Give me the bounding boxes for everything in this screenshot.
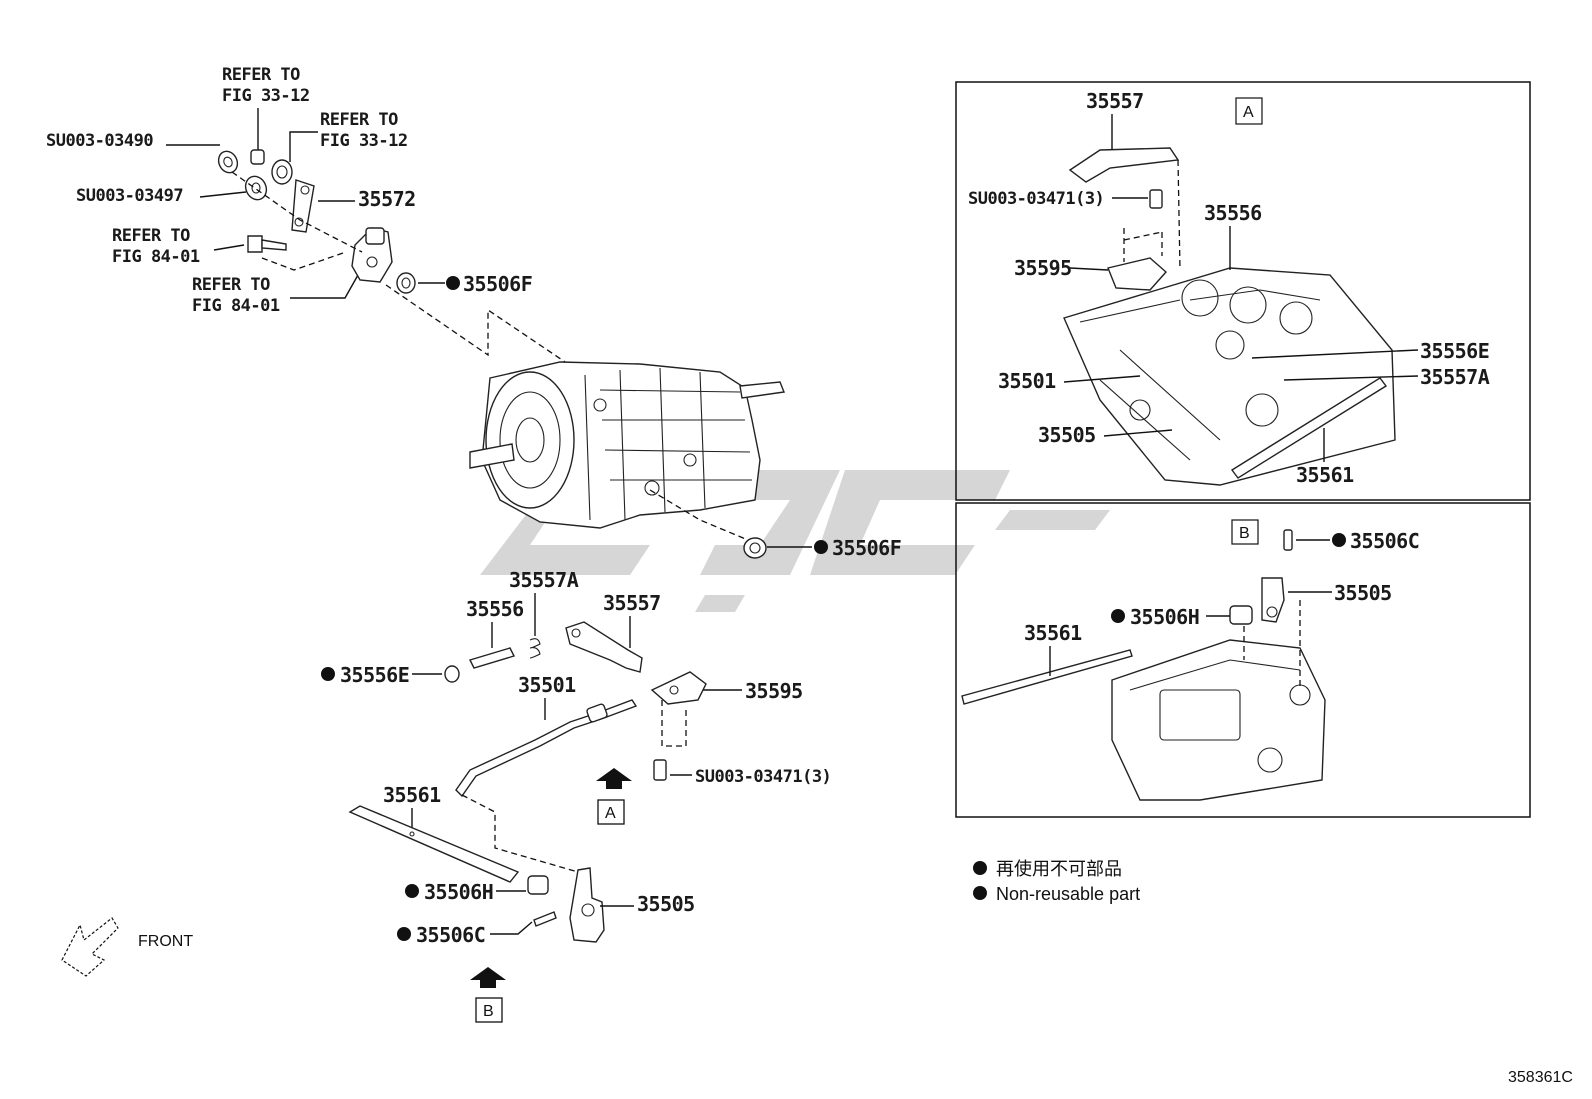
- inset-a-bolt: [1149, 189, 1163, 209]
- label-35556E: 35556E: [340, 663, 409, 687]
- svg-text:B: B: [1239, 525, 1250, 542]
- svg-text:FIG 84-01: FIG 84-01: [192, 296, 280, 316]
- inset-b-label-35561: 35561: [1024, 621, 1082, 645]
- inset-b-shaft-35561: [961, 649, 1133, 705]
- inset-a-label-35557A: 35557A: [1420, 365, 1490, 389]
- position-switch: [351, 227, 393, 283]
- label-front: FRONT: [138, 933, 193, 950]
- pin-35506C: [533, 911, 557, 927]
- non-reusable-mark: [814, 540, 828, 554]
- nut-su003-03490: [217, 150, 239, 174]
- legend-en: Non-reusable part: [996, 884, 1140, 904]
- label-su003-03471-main: SU003-03471(3): [695, 767, 831, 787]
- svg-text:FIG 33-12: FIG 33-12: [222, 86, 310, 106]
- non-reusable-mark: [446, 276, 460, 290]
- front-direction-arrow: [61, 917, 119, 977]
- svg-text:FIG 33-12: FIG 33-12: [320, 131, 408, 151]
- bolt-fig-84-01: [247, 235, 287, 253]
- figure-code: 358361C: [1508, 1069, 1573, 1086]
- non-reusable-mark: [1111, 609, 1125, 623]
- svg-text:REFER TO: REFER TO: [192, 275, 270, 295]
- shaft-35561: [348, 805, 520, 883]
- label-35557: 35557: [603, 591, 661, 615]
- transmission-assembly: [469, 361, 785, 529]
- non-reusable-mark: [405, 884, 419, 898]
- inset-a-label-35505: 35505: [1038, 423, 1096, 447]
- label-35556: 35556: [466, 597, 524, 621]
- label-35561: 35561: [383, 783, 441, 807]
- lever-35557: [565, 621, 643, 673]
- inset-a-label-su003-03471: SU003-03471(3): [968, 189, 1104, 209]
- inset-b-pin-35506C: [1283, 529, 1293, 551]
- inset-b-lever-35505: [1261, 577, 1285, 623]
- inset-a-label-35557: 35557: [1086, 89, 1144, 113]
- oil-seal-35506F-top: [396, 272, 416, 294]
- label-su003-03497: SU003-03497: [76, 186, 183, 206]
- legend-jp: 再使用不可部品: [996, 859, 1122, 879]
- label-35557A: 35557A: [509, 568, 579, 592]
- washer-su003-03497: [244, 175, 268, 201]
- inset-b-bushing-35506H: [1229, 605, 1253, 625]
- lever-35572: [291, 179, 315, 233]
- svg-text:REFER TO: REFER TO: [112, 226, 190, 246]
- inset-a-bracket-35595: [1107, 257, 1167, 291]
- inset-b-frame: B: [955, 502, 1531, 818]
- clip-35556E: [444, 665, 460, 683]
- label-35572: 35572: [358, 187, 416, 211]
- refer-fig-84-01-label-b: REFER TO FIG 84-01: [192, 275, 280, 316]
- label-35595: 35595: [745, 679, 803, 703]
- detent-lever-35505: [569, 867, 605, 943]
- label-35506C: 35506C: [416, 923, 485, 947]
- oil-seal-35506F-mid: [743, 537, 767, 559]
- inset-a-label-35561: 35561: [1296, 463, 1354, 487]
- svg-text:REFER TO: REFER TO: [320, 110, 398, 130]
- view-arrow-b: B: [470, 967, 506, 1023]
- rod-35501: [455, 699, 638, 798]
- inset-b-label-35506C: 35506C: [1350, 529, 1419, 553]
- inset-a-lever-35557: [1068, 147, 1180, 183]
- seal-fig-33-12-a: [250, 149, 265, 165]
- inset-b-label-35505: 35505: [1334, 581, 1392, 605]
- inset-a-frame: A: [955, 81, 1531, 501]
- inset-a-label-35595: 35595: [1014, 256, 1072, 280]
- label-35501: 35501: [518, 673, 576, 697]
- non-reusable-mark: [397, 927, 411, 941]
- pin-35556: [469, 647, 515, 669]
- label-su003-03490: SU003-03490: [46, 131, 153, 151]
- svg-text:A: A: [605, 805, 616, 822]
- inset-a-label-35556: 35556: [1204, 201, 1262, 225]
- inset-b-engine-block: [1111, 639, 1326, 801]
- svg-text:A: A: [1243, 104, 1254, 121]
- svg-text:FIG 84-01: FIG 84-01: [112, 247, 200, 267]
- refer-fig-33-12-label-b: REFER TO FIG 33-12: [320, 110, 408, 151]
- inset-a-label-35501: 35501: [998, 369, 1056, 393]
- svg-text:B: B: [483, 1003, 494, 1020]
- view-arrow-a: A: [596, 768, 632, 825]
- legend: 再使用不可部品 Non-reusable part: [973, 859, 1140, 904]
- inset-b-label-35506H: 35506H: [1130, 605, 1199, 629]
- spring-35557A: [529, 638, 541, 659]
- bushing-35506H: [527, 875, 549, 895]
- label-35506F-top: 35506F: [463, 272, 532, 296]
- svg-text:REFER TO: REFER TO: [222, 65, 300, 85]
- bracket-35595: [650, 671, 707, 705]
- bolt-su003-03471: [653, 759, 667, 781]
- seal-fig-33-12-b: [271, 159, 293, 185]
- label-35506F-mid: 35506F: [832, 536, 901, 560]
- refer-fig-33-12-label-a: REFER TO FIG 33-12: [222, 65, 310, 106]
- label-35506H: 35506H: [424, 880, 493, 904]
- label-35505: 35505: [637, 892, 695, 916]
- inset-a-label-35556E: 35556E: [1420, 339, 1489, 363]
- refer-fig-84-01-label-a: REFER TO FIG 84-01: [112, 226, 200, 267]
- non-reusable-mark: [321, 667, 335, 681]
- inset-a-engine-block: [1063, 267, 1396, 486]
- non-reusable-mark: [1332, 533, 1346, 547]
